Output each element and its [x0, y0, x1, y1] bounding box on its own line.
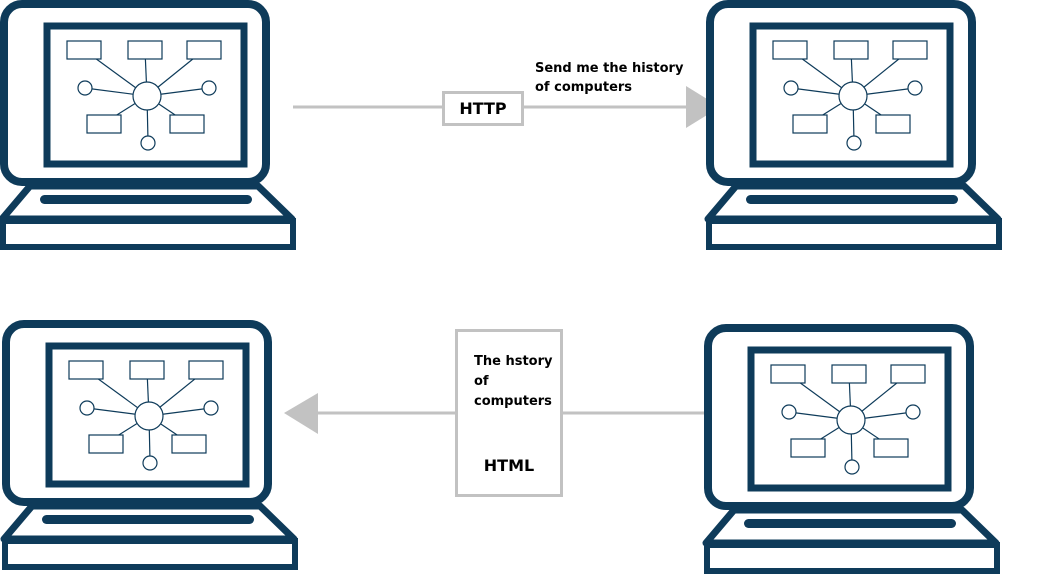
request-message: Send me the history of computers [535, 61, 684, 95]
protocol-text: HTTP [459, 99, 507, 118]
response-document: The hstory of computers HTML [455, 329, 563, 497]
client-computer-icon [2, 4, 293, 247]
response-format-label: HTML [483, 456, 535, 475]
request-protocol-label: HTTP [442, 91, 524, 126]
client-computer-icon [4, 324, 295, 567]
server-computer-icon [708, 4, 999, 247]
server-computer-icon [706, 328, 997, 571]
response-message: The hstory of computers [474, 354, 553, 409]
